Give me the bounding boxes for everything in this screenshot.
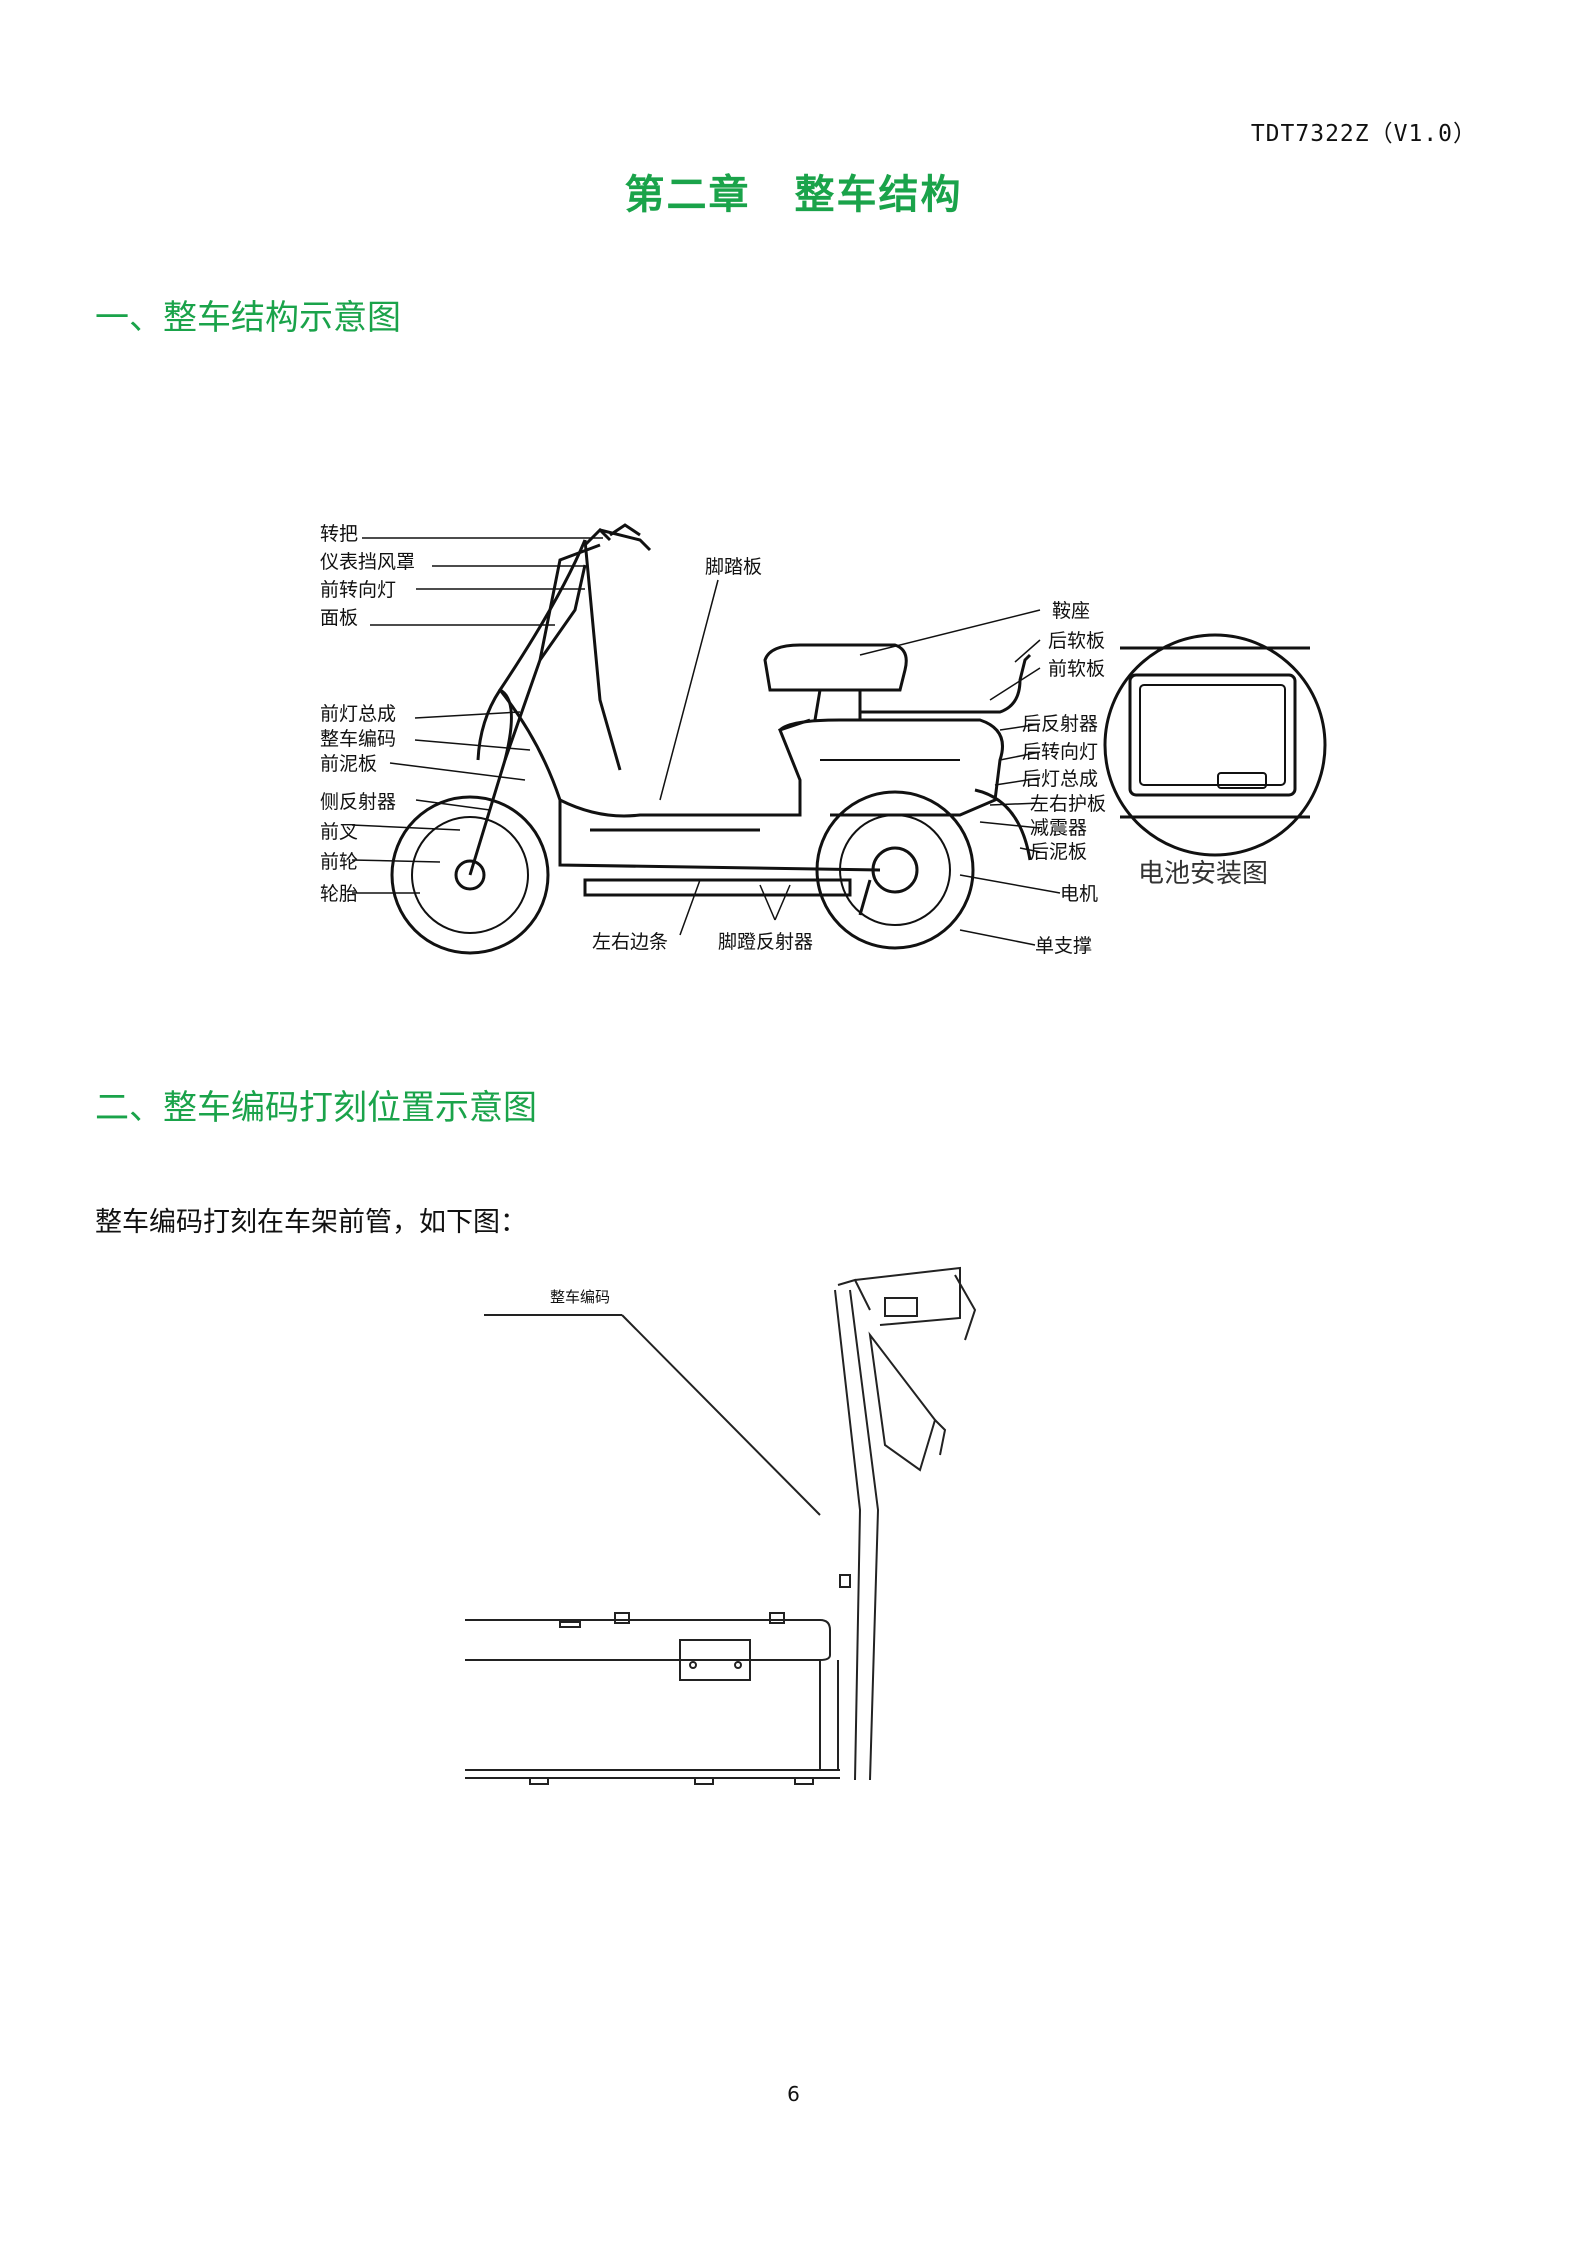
label-shock-absorber: 减震器: [1030, 817, 1087, 839]
label-panel: 面板: [320, 607, 358, 629]
label-vehicle-code: 整车编码: [320, 728, 396, 750]
label-tire: 轮胎: [320, 883, 358, 905]
label-front-fork: 前叉: [320, 821, 358, 843]
label-pedal-reflector: 脚蹬反射器: [718, 931, 813, 953]
label-front-mudguard: 前泥板: [320, 753, 377, 775]
label-kickstand: 单支撑: [1035, 935, 1092, 957]
label-motor: 电机: [1060, 883, 1098, 905]
section-heading-structure: 一、整车结构示意图: [95, 298, 401, 338]
label-throttle: 转把: [320, 523, 358, 545]
label-front-wheel: 前轮: [320, 851, 358, 873]
label-taillight-assembly: 后灯总成: [1022, 768, 1098, 790]
page-number: 6: [787, 2082, 800, 2106]
chapter-title: 第二章 整车结构: [624, 172, 963, 218]
label-side-guard: 左右护板: [1030, 793, 1106, 815]
label-side-trim: 左右边条: [592, 931, 668, 953]
document-code: TDT7322Z（V1.0）: [1250, 121, 1477, 147]
label-headlight-assembly: 前灯总成: [320, 703, 396, 725]
label-front-turn-signal: 前转向灯: [320, 579, 396, 601]
label-rear-soft-board: 后软板: [1048, 630, 1105, 652]
label-rear-mudguard: 后泥板: [1030, 841, 1087, 863]
label-front-soft-board: 前软板: [1048, 658, 1105, 680]
label-rear-turn-signal: 后转向灯: [1022, 741, 1098, 763]
label-rear-reflector: 后反射器: [1022, 713, 1098, 735]
section-heading-code-position: 二、整车编码打刻位置示意图: [95, 1088, 537, 1128]
label-meter-windshield: 仪表挡风罩: [320, 551, 415, 573]
label-saddle: 鞍座: [1052, 600, 1090, 622]
label-side-reflector: 侧反射器: [320, 791, 396, 813]
battery-installation-caption: 电池安装图: [1138, 859, 1268, 889]
code-position-description: 整车编码打刻在车架前管，如下图：: [95, 1207, 527, 1238]
label-footboard: 脚踏板: [705, 556, 762, 578]
